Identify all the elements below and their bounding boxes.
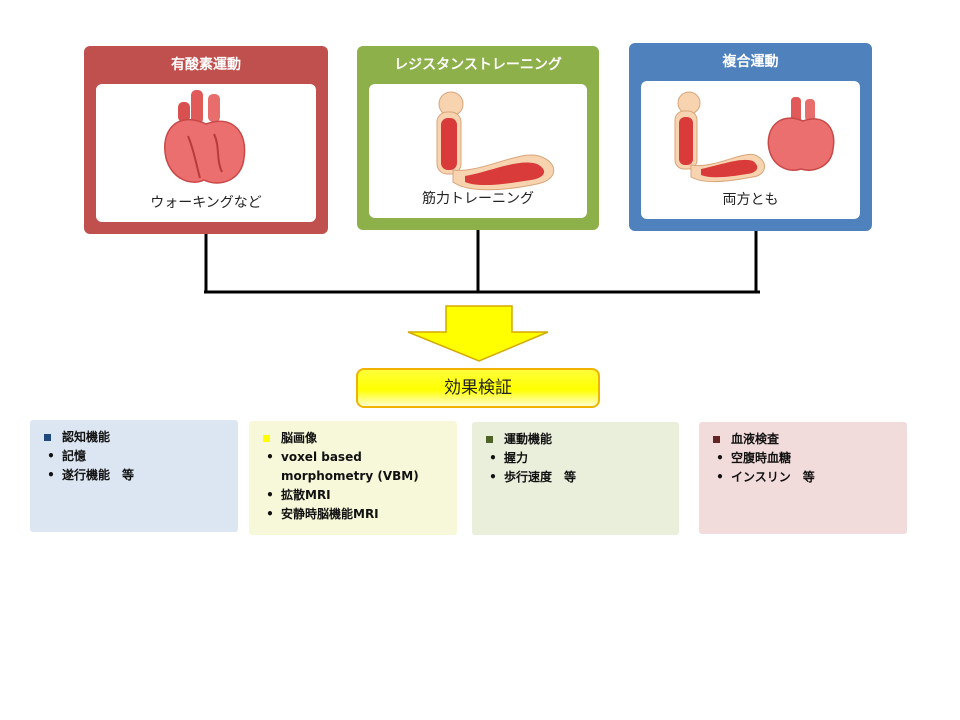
blood-test-box: 血液検査 •空腹時血糖 •インスリン 等 [699,422,907,534]
square-bullet-icon [44,434,51,441]
box-heading: 運動機能 [504,432,553,446]
box-heading: 脳画像 [281,431,318,445]
combined-exercise-card: 複合運動 両方とも [629,43,872,231]
aerobic-card-title: 有酸素運動 [171,57,241,73]
box-item: 遂行機能 等 [62,468,135,482]
arm-and-heart-icon [674,91,835,183]
aerobic-card-caption: ウォーキングなど [150,195,262,211]
brain-imaging-box: 脳画像 •voxel based morphometry (VBM) •拡散MR… [249,421,457,535]
resistance-card-panel: 筋力トレーニング [369,84,587,218]
resistance-card-caption: 筋力トレーニング [422,191,534,207]
combined-card-panel: 両方とも [641,81,860,219]
motor-function-box: 運動機能 •握力 •歩行速度 等 [472,422,679,535]
resistance-card-title: レジスタンストレーニング [394,57,562,73]
square-bullet-icon [486,436,493,443]
box-item: 安静時脳機能MRI [281,507,379,521]
arm-muscle-icon [436,91,555,191]
aerobic-card-panel: ウォーキングなど [96,84,316,222]
box-item: インスリン 等 [731,470,815,484]
resistance-training-card: レジスタンストレーニング 筋力トレーニング [357,46,599,230]
square-bullet-icon [713,436,720,443]
combined-card-title: 複合運動 [722,54,779,70]
effect-verification-box: 効果検証 [356,368,600,408]
box-item: 拡散MRI [281,488,331,502]
box-item: 握力 [504,451,529,465]
box-item: 記憶 [62,449,87,463]
box-heading: 血液検査 [731,432,780,446]
aerobic-exercise-card: 有酸素運動 ウォーキングなど [84,46,328,234]
down-arrow-icon [407,305,549,362]
box-item: 空腹時血糖 [731,451,792,465]
combined-card-caption: 両方とも [722,192,779,208]
heart-icon [164,90,246,184]
square-bullet-icon [263,435,270,442]
box-heading: 認知機能 [62,430,111,444]
box-item: voxel based morphometry (VBM) [281,450,419,483]
box-item: 歩行速度 等 [504,470,577,484]
connector-lines [204,230,760,294]
cognitive-function-box: 認知機能 •記憶 •遂行機能 等 [30,420,238,532]
